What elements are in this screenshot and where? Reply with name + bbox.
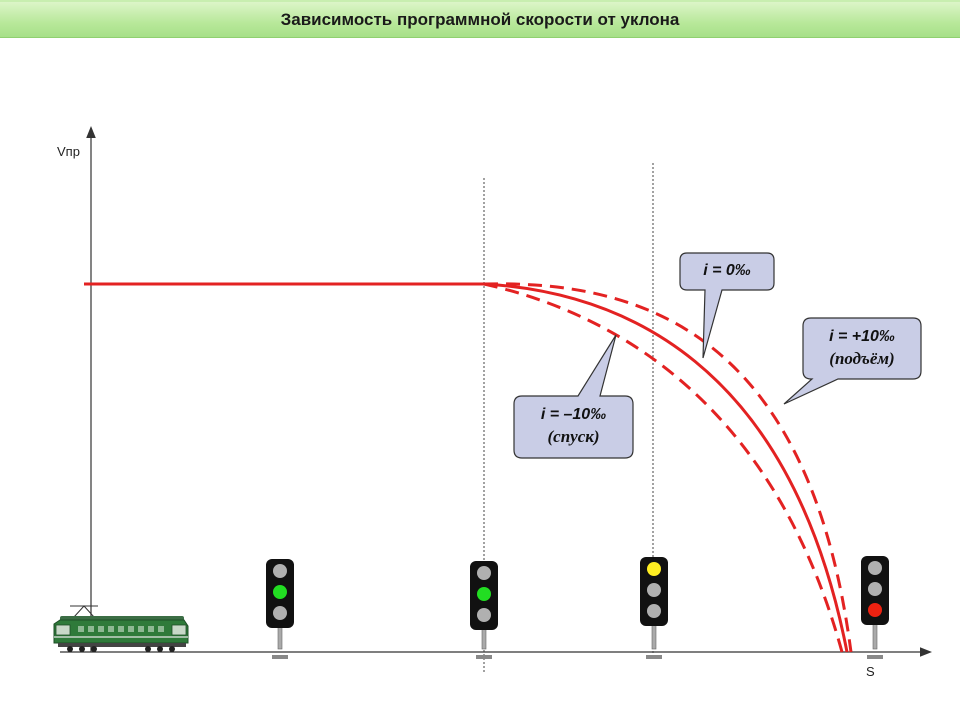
page-title: Зависимость программной скорости от укло…: [280, 10, 680, 29]
signal-3-lamp-3: [647, 604, 661, 618]
speed-curve-downhill: [483, 282, 844, 653]
callout-uphill-label: i = +10‰: [829, 328, 895, 345]
callout-downhill-text: i = –10‰ (спуск): [514, 404, 633, 448]
signal-1: [266, 559, 294, 659]
callout-uphill-sub: (подъём): [829, 349, 895, 368]
speed-curve-level: [483, 282, 849, 653]
signal-4-lamp-2: [868, 582, 882, 596]
signal-3: [640, 557, 668, 659]
callout-downhill-sub: (спуск): [547, 427, 600, 446]
y-axis-label: Vпр: [57, 144, 80, 159]
signal-1-lamp-1: [273, 564, 287, 578]
signal-2-lamp-2: [477, 587, 491, 601]
title-bar: [0, 0, 960, 38]
callout-uphill: [783, 317, 922, 405]
signal-1-lamp-3: [273, 606, 287, 620]
callout-level-label: i = 0‰: [703, 262, 751, 279]
electric-locomotive-icon: [53, 605, 189, 652]
signal-2-lamp-1: [477, 566, 491, 580]
callout-uphill-text: i = +10‰ (подъём): [803, 326, 921, 370]
signal-4-lamp-3: [868, 603, 882, 617]
callout-downhill: [513, 334, 634, 459]
x-axis-label: S: [866, 664, 875, 679]
callout-level-text: i = 0‰: [680, 260, 774, 282]
speed-curve-uphill: [483, 282, 853, 653]
signal-1-lamp-2: [273, 585, 287, 599]
callout-level: [679, 252, 775, 359]
signal-2: [470, 561, 498, 659]
signal-3-lamp-1: [647, 562, 661, 576]
signal-3-lamp-2: [647, 583, 661, 597]
signal-4-lamp-1: [868, 561, 882, 575]
signal-4: [861, 556, 889, 659]
signal-2-lamp-3: [477, 608, 491, 622]
callout-downhill-label: i = –10‰: [540, 406, 607, 423]
signals: [266, 556, 889, 659]
